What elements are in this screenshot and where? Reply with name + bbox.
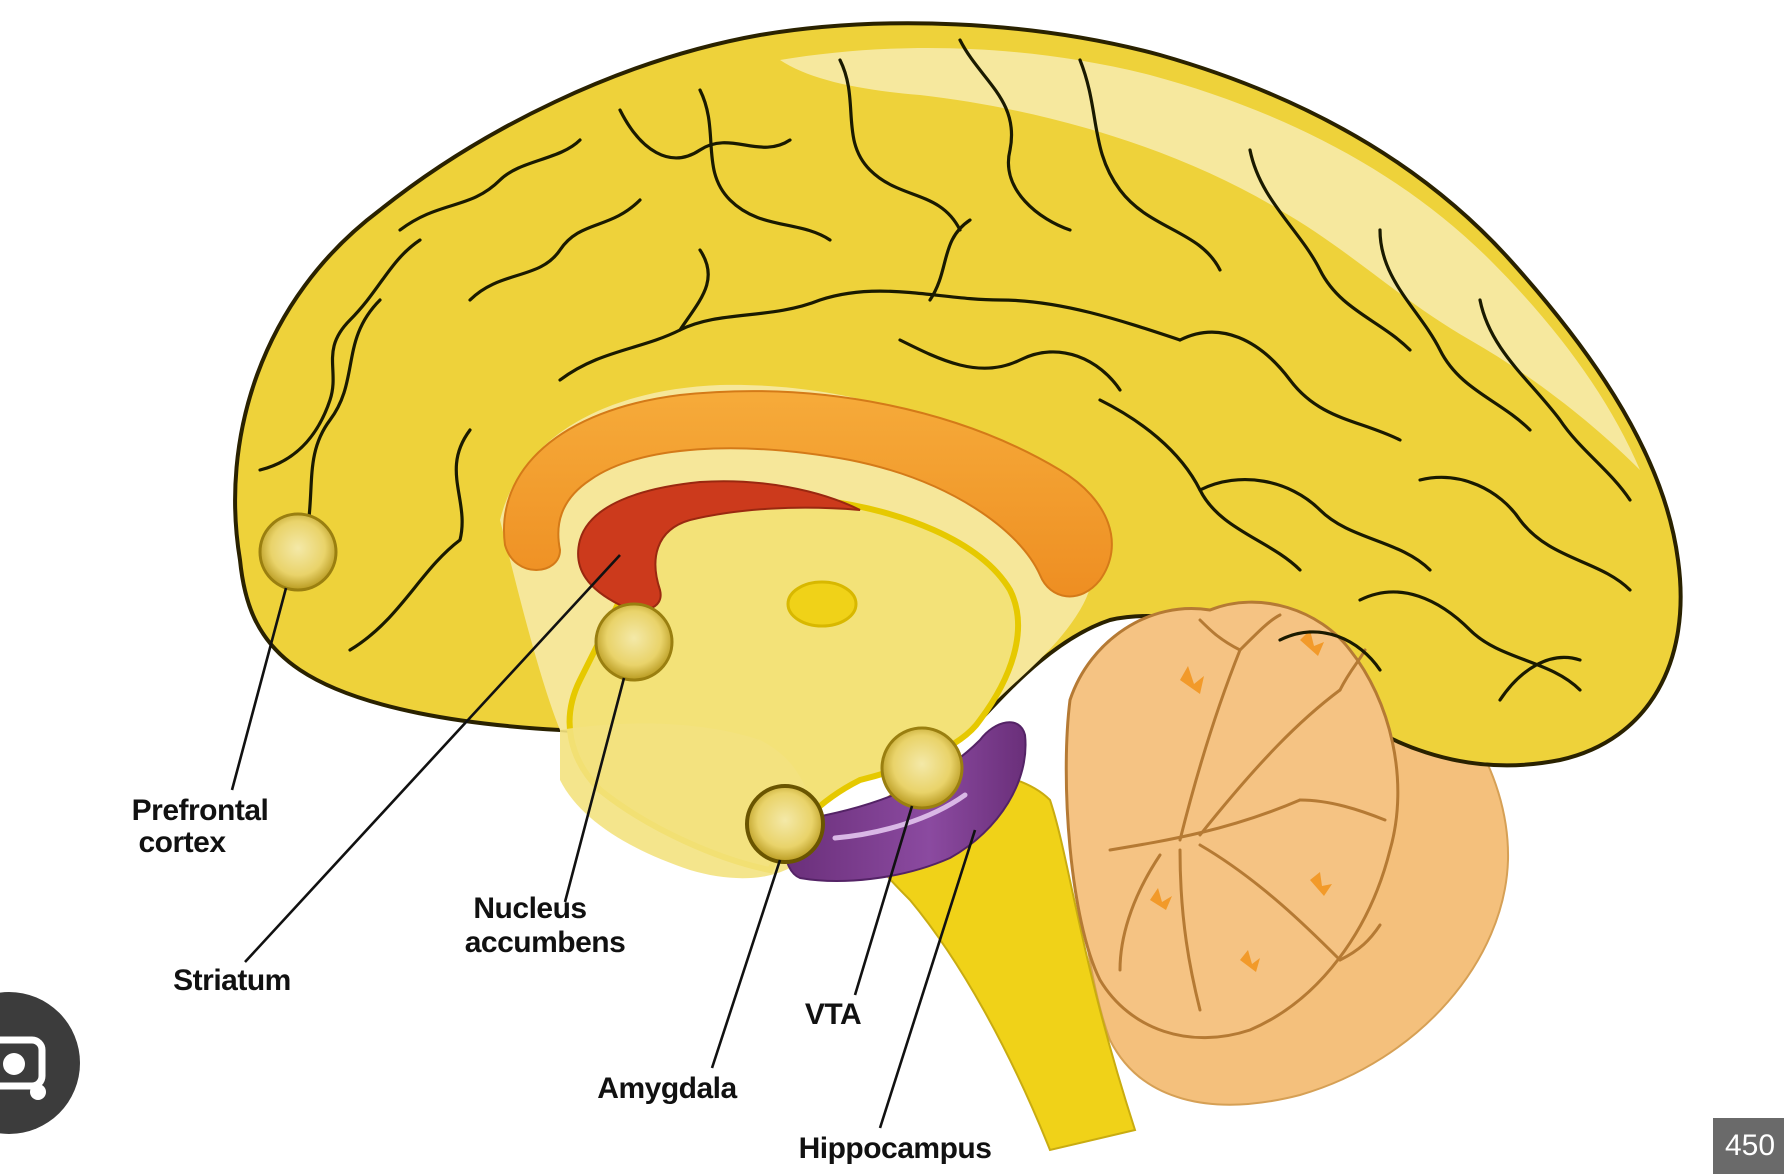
label-amygdala: Amygdala bbox=[597, 1072, 737, 1105]
label-prefrontal-line1: Prefrontal bbox=[132, 794, 269, 827]
labels: Prefrontal cortex Striatum Nucleus accum… bbox=[132, 794, 992, 1165]
hippocampus-highlight bbox=[832, 792, 968, 841]
label-hippocampus: Hippocampus bbox=[799, 1132, 992, 1165]
fornix-blob bbox=[786, 580, 858, 628]
cerebellum-folia bbox=[1150, 630, 1332, 972]
visual-search-button[interactable] bbox=[0, 992, 80, 1134]
leader-lines bbox=[230, 554, 977, 1129]
camera-search-icon bbox=[0, 1036, 46, 1100]
label-prefrontal-line2: cortex bbox=[138, 826, 226, 859]
leader-prefrontal bbox=[230, 587, 288, 791]
leader-striatum bbox=[244, 554, 621, 963]
arbor-vitae bbox=[1108, 613, 1387, 1012]
label-nucleus-line2: accumbens bbox=[465, 926, 626, 959]
nucleus-accumbens-node bbox=[594, 602, 674, 682]
label-striatum: Striatum bbox=[173, 964, 291, 997]
leader-nucleus bbox=[563, 677, 626, 903]
leader-amygdala bbox=[710, 859, 782, 1069]
label-vta: VTA bbox=[805, 998, 861, 1031]
corpus-callosum bbox=[503, 390, 1113, 598]
label-nucleus-line1: Nucleus bbox=[473, 892, 586, 925]
amygdala-node bbox=[745, 784, 825, 864]
leader-hippocampus bbox=[878, 829, 977, 1129]
image-size-badge: 450 bbox=[1713, 1118, 1784, 1174]
vta-node bbox=[880, 726, 964, 810]
leader-vta bbox=[853, 805, 914, 996]
prefrontal-node bbox=[258, 512, 338, 592]
cortex-highlight bbox=[780, 48, 1640, 470]
region-nodes bbox=[258, 512, 964, 864]
cortex-sulci bbox=[258, 38, 1632, 702]
